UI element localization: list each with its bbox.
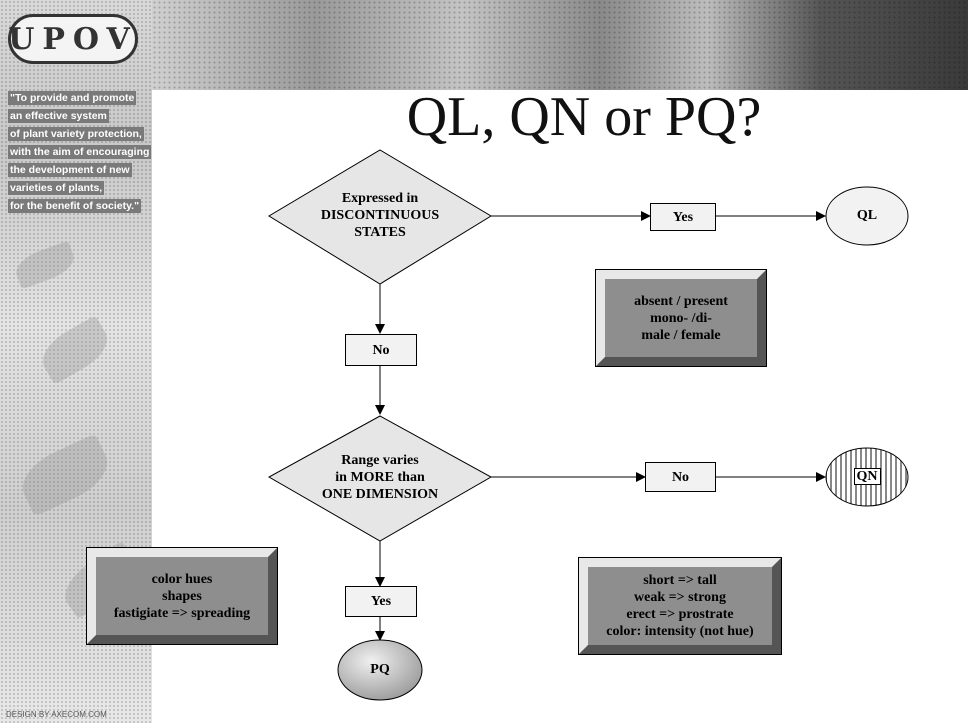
decision-label-range: Range varies in MORE than ONE DIMENSION <box>269 452 491 503</box>
mission-line: the development of new <box>8 163 132 177</box>
terminal-ql <box>825 186 909 246</box>
terminal-label-ql: QL <box>856 208 878 223</box>
mission-line: an effective system <box>8 109 109 123</box>
label-line: DISCONTINUOUS <box>320 208 440 223</box>
box-text: Yes <box>370 594 392 609</box>
yes-box-ql: Yes <box>650 203 716 231</box>
label-line: Range varies <box>341 453 419 468</box>
example-line: weak => strong <box>634 590 726 605</box>
decision-label-discontinuous: Expressed in DISCONTINUOUS STATES <box>289 190 471 241</box>
no-box-discontinuous: No <box>345 334 417 366</box>
example-line: mono- /di- <box>650 310 712 326</box>
mission-line: with the aim of encouraging <box>8 145 152 159</box>
qn-text: QN <box>853 468 881 485</box>
no-box-qn: No <box>645 462 716 492</box>
mission-line: of plant variety protection, <box>8 127 144 141</box>
examples-box-qn: short => tall weak => strong erect => pr… <box>578 557 782 655</box>
example-line: absent / present <box>634 293 728 309</box>
upov-logo: UPOV <box>8 14 138 64</box>
label-line: in MORE than <box>335 470 425 485</box>
design-credit: DESIGN BY AXECOM.COM <box>6 710 107 719</box>
examples-box-ql: absent / present mono- /di- male / femal… <box>595 269 767 367</box>
label-line: STATES <box>354 225 406 240</box>
example-line: color: intensity (not hue) <box>606 624 754 639</box>
logo-text: UPOV <box>8 21 138 57</box>
terminal-pq <box>337 639 423 701</box>
label-line: ONE DIMENSION <box>321 487 439 502</box>
mission-line: varieties of plants, <box>8 181 105 195</box>
terminal-label-qn: QN <box>826 468 908 485</box>
mission-line: "To provide and promote <box>8 91 137 105</box>
yes-box-pq: Yes <box>345 586 417 617</box>
example-line: short => tall <box>643 573 717 588</box>
terminal-label-pq: PQ <box>370 662 390 677</box>
top-banner <box>152 0 968 90</box>
box-text: No <box>372 342 390 358</box>
example-line: fastigiate => spreading <box>113 605 251 621</box>
box-text: Yes <box>672 209 694 225</box>
label-line: Expressed in <box>341 191 419 206</box>
mission-statement: "To provide and promote an effective sys… <box>8 88 153 214</box>
slide-title: QL, QN or PQ? <box>406 86 762 148</box>
example-line: shapes <box>162 588 202 604</box>
box-text: No <box>671 469 690 485</box>
example-line: erect => prostrate <box>626 607 734 622</box>
examples-box-pq: color hues shapes fastigiate => spreadin… <box>86 547 278 645</box>
example-line: color hues <box>151 571 213 587</box>
mission-line: for the benefit of society." <box>8 199 142 213</box>
example-line: male / female <box>641 327 721 343</box>
